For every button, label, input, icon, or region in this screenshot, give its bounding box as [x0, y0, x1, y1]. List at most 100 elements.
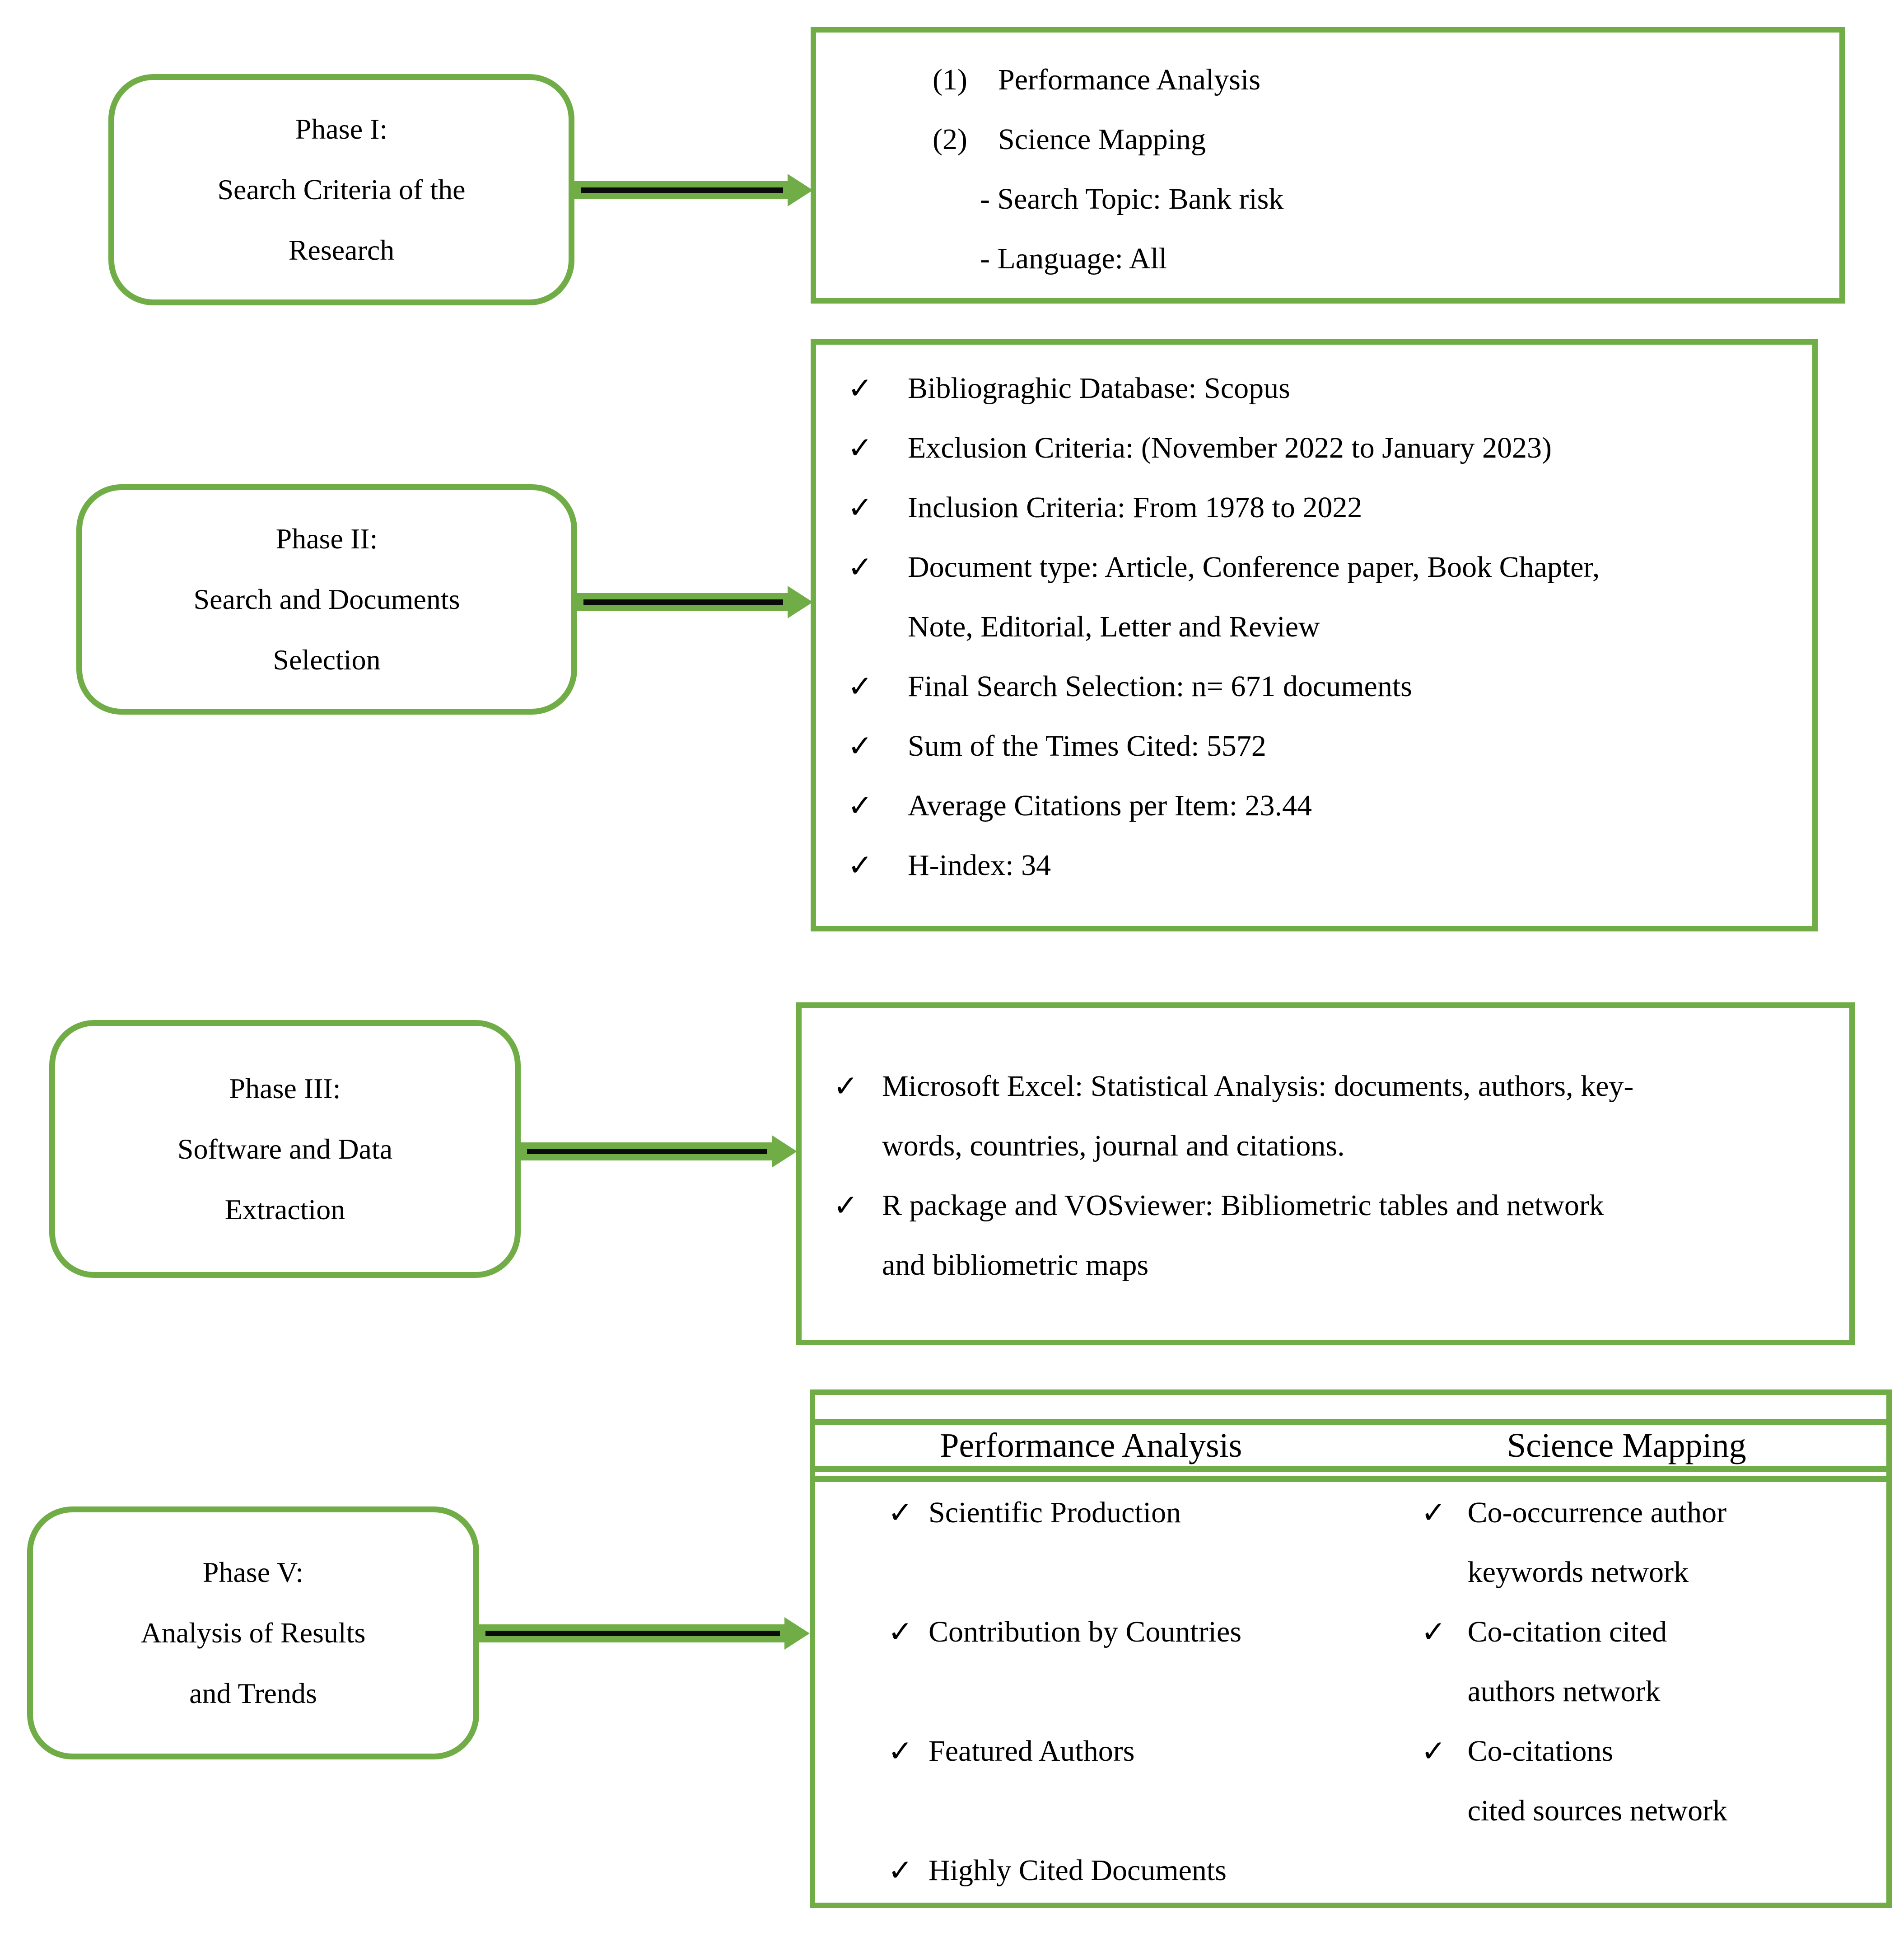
checklist-item: ✓ H-index: 34: [816, 836, 1812, 895]
arrow-head-icon: [784, 1617, 810, 1650]
table-divider-gap: [815, 1472, 1886, 1476]
check-icon: ✓: [848, 490, 873, 525]
table-header-performance-analysis: Performance Analysis: [940, 1427, 1242, 1464]
checklist-item: ✓ Sum of the Times Cited: 5572: [816, 716, 1812, 776]
phase2-title-line2: Search and Documents: [193, 583, 460, 615]
checklist-item: ✓ Document type: Article, Conference pap…: [816, 538, 1812, 657]
item-text: Average Citations per Item: 23.44: [908, 789, 1312, 822]
science-mapping-column: ✓ Co-occurrence author keywords network …: [1367, 1483, 1886, 1960]
check-icon: ✓: [833, 1188, 859, 1223]
check-icon: ✓: [888, 1614, 913, 1649]
table-body: ✓ Scientific Production ✓ Contribution b…: [815, 1482, 1886, 1960]
checklist-item: ✓ Highly Cited Documents: [888, 1841, 1367, 1900]
checklist-item: ✓ Final Search Selection: n= 671 documen…: [816, 657, 1812, 716]
arrow-line: [485, 1631, 780, 1636]
checklist-item: ✓ R package and VOSviewer: Bibliometric …: [802, 1176, 1849, 1295]
check-icon: ✓: [888, 1734, 913, 1768]
check-icon: ✓: [848, 430, 873, 465]
panel1-item-2: (2) Science Mapping: [816, 110, 1839, 169]
arrow-head-icon: [788, 174, 813, 206]
item-text: R package and VOSviewer: Bibliometric ta…: [882, 1189, 1604, 1222]
item-label: Performance Analysis: [998, 63, 1261, 96]
check-icon: ✓: [888, 1853, 913, 1888]
item-text-wrap: cited sources network: [1467, 1794, 1728, 1827]
item-text: Microsoft Excel: Statistical Analysis: d…: [882, 1070, 1634, 1103]
table-header-row: Performance Analysis Science Mapping: [815, 1425, 1886, 1466]
checklist-item: ✓ Co-occurrence author keywords network: [1421, 1483, 1886, 1602]
checklist-item: ✓ Exclusion Criteria: (November 2022 to …: [816, 418, 1812, 478]
item-text: Scientific Production: [929, 1496, 1181, 1529]
table-divider-line: [815, 1476, 1886, 1482]
panel1-subitem-1: - Search Topic: Bank risk: [980, 182, 1284, 215]
item-text: Inclusion Criteria: From 1978 to 2022: [908, 491, 1362, 524]
item-text: Highly Cited Documents: [929, 1854, 1227, 1887]
phase5-title-line3: and Trends: [189, 1677, 317, 1709]
checklist-item: ✓ Co-citation cited authors network: [1421, 1602, 1886, 1721]
phase3-box: Phase III: Software and Data Extraction: [49, 1020, 521, 1278]
checklist-item: ✓ Bibliograghic Database: Scopus: [816, 359, 1812, 418]
phase1-title-line3: Research: [288, 234, 395, 266]
panel1-item-1: (1) Performance Analysis: [816, 50, 1839, 110]
checklist-item: ✓ Contribution by Countries: [888, 1602, 1367, 1662]
table-top-strip: [815, 1395, 1886, 1425]
item-text: Exclusion Criteria: (November 2022 to Ja…: [908, 431, 1552, 464]
check-icon: ✓: [848, 550, 873, 585]
item-text: Contribution by Countries: [929, 1615, 1241, 1648]
check-icon: ✓: [848, 669, 873, 704]
table-divider-line: [815, 1466, 1886, 1472]
phase2-title-line1: Phase II:: [275, 523, 378, 555]
phase1-panel: (1) Performance Analysis (2) Science Map…: [811, 27, 1845, 304]
item-text: Co-citations: [1467, 1735, 1614, 1768]
phase3-title-line3: Extraction: [224, 1193, 345, 1226]
item-text: Final Search Selection: n= 671 documents: [908, 670, 1412, 703]
item-text: Document type: Article, Conference paper…: [908, 551, 1600, 584]
checklist-item: ✓ Average Citations per Item: 23.44: [816, 776, 1812, 836]
item-text-wrap: and bibliometric maps: [882, 1249, 1149, 1282]
arrow-line: [581, 187, 783, 193]
item-text-wrap: words, countries, journal and citations.: [882, 1129, 1345, 1162]
checklist-item: ✓ Microsoft Excel: Statistical Analysis:…: [802, 1057, 1849, 1176]
checklist-item: ✓ Inclusion Criteria: From 1978 to 2022: [816, 478, 1812, 538]
check-icon: ✓: [1421, 1495, 1446, 1530]
item-text: Bibliograghic Database: Scopus: [908, 372, 1290, 405]
phase5-box: Phase V: Analysis of Results and Trends: [27, 1506, 479, 1759]
item-text-wrap: Note, Editorial, Letter and Review: [908, 610, 1320, 643]
item-text: H-index: 34: [908, 849, 1051, 882]
item-number: (1): [933, 63, 967, 96]
arrow-head-icon: [772, 1135, 797, 1168]
check-icon: ✓: [888, 1495, 913, 1530]
phase3-arrow: [521, 1135, 797, 1168]
phase3-panel: ✓ Microsoft Excel: Statistical Analysis:…: [796, 1002, 1855, 1345]
phase1-title-line2: Search Criteria of the: [217, 173, 466, 206]
check-icon: ✓: [848, 848, 873, 883]
item-text-wrap: authors network: [1467, 1675, 1661, 1708]
phase3-title-line2: Software and Data: [177, 1132, 393, 1165]
check-icon: ✓: [848, 729, 873, 763]
phase3-title-line1: Phase III:: [229, 1072, 341, 1104]
phase1-box: Phase I: Search Criteria of the Research: [108, 74, 574, 305]
table-header-science-mapping: Science Mapping: [1507, 1427, 1746, 1464]
checklist-item: ✓ Featured Authors: [888, 1721, 1367, 1781]
phase2-box: Phase II: Search and Documents Selection: [76, 484, 577, 715]
phase5-title-line1: Phase V:: [202, 1556, 304, 1588]
item-text: Featured Authors: [929, 1735, 1135, 1768]
checklist-item: ✓ Scientific Production: [888, 1483, 1367, 1543]
check-icon: ✓: [848, 788, 873, 823]
phase2-arrow: [577, 586, 813, 618]
performance-analysis-column: ✓ Scientific Production ✓ Contribution b…: [815, 1483, 1367, 1960]
phase5-arrow: [479, 1617, 810, 1650]
arrow-line: [527, 1149, 767, 1154]
item-number: (2): [933, 123, 967, 156]
phase1-title-line1: Phase I:: [295, 113, 388, 145]
results-table: Performance Analysis Science Mapping ✓ S…: [810, 1389, 1892, 1908]
item-text: Sum of the Times Cited: 5572: [908, 730, 1266, 762]
arrow-line: [583, 599, 783, 605]
item-label: Science Mapping: [998, 123, 1206, 156]
phase1-arrow: [574, 174, 813, 206]
check-icon: ✓: [1421, 1614, 1446, 1649]
panel1-subitem-2: - Language: All: [980, 242, 1167, 275]
item-text: Co-citation cited: [1467, 1615, 1667, 1648]
phase5-title-line2: Analysis of Results: [140, 1617, 366, 1649]
item-text: Co-occurrence author: [1467, 1496, 1727, 1529]
